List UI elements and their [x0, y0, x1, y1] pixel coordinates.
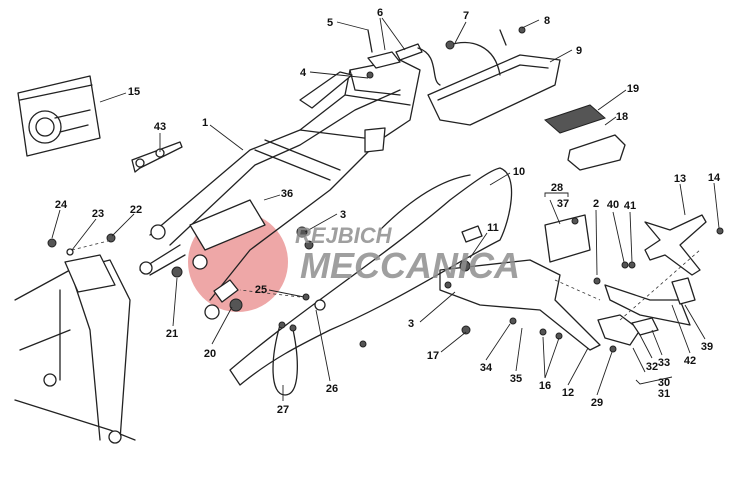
callout-16: 16	[539, 380, 551, 392]
callout-35: 35	[510, 373, 522, 385]
callout-32: 32	[646, 361, 658, 373]
callout-23: 23	[92, 208, 104, 220]
callout-11: 11	[487, 222, 499, 234]
callout-42: 42	[684, 355, 696, 367]
callout-8: 8	[544, 15, 550, 27]
callout-36: 36	[281, 188, 293, 200]
warning-label	[17, 75, 101, 157]
callout-22: 22	[130, 204, 142, 216]
callout-17: 17	[427, 350, 439, 362]
callout-41: 41	[624, 200, 636, 212]
main-frame-section	[14, 254, 136, 444]
owner-manual	[544, 104, 606, 134]
watermark-text-line1: REJBICH	[295, 223, 393, 248]
tool-tray	[427, 29, 561, 126]
callout-37: 37	[557, 198, 569, 210]
callout-6: 6	[377, 7, 383, 19]
callout-4: 4	[300, 67, 307, 79]
callout-14: 14	[708, 172, 721, 184]
callout-12: 12	[562, 387, 574, 399]
leader-lines	[51, 17, 720, 401]
callout-39: 39	[701, 341, 713, 353]
callout-20: 20	[204, 348, 216, 360]
callout-19: 19	[627, 83, 639, 95]
callout-18: 18	[616, 111, 628, 123]
seat-lock-bracket	[367, 29, 441, 86]
callout-24: 24	[55, 199, 68, 211]
callout-28: 28	[551, 182, 563, 194]
callout-13: 13	[674, 173, 686, 185]
callout-2: 2	[593, 198, 599, 210]
callout-40: 40	[607, 199, 619, 211]
callout-15: 15	[128, 86, 140, 98]
callout-29: 29	[591, 397, 603, 409]
callout-30: 30	[658, 377, 670, 389]
callout-10: 10	[513, 166, 525, 178]
fasteners	[47, 26, 724, 353]
callout-3: 3	[340, 209, 346, 221]
callout-labels: 1 2 3 3 4 5 6 7 8 9 10 11 12 13 14 15 16…	[55, 7, 721, 416]
rear-mudguard	[272, 214, 707, 396]
callout-7: 7	[463, 10, 469, 22]
callout-5: 5	[327, 17, 333, 29]
rear-subframe	[139, 59, 421, 320]
callout-9: 9	[576, 45, 582, 57]
watermark-text-line2: MECCANICA	[300, 245, 520, 286]
callout-33: 33	[658, 357, 670, 369]
callout-26: 26	[326, 383, 338, 395]
callout-1: 1	[202, 117, 208, 129]
callout-34: 34	[480, 362, 493, 374]
callout-21: 21	[166, 328, 178, 340]
callout-3: 3	[408, 318, 414, 330]
tool-kit	[567, 134, 626, 171]
callout-25: 25	[255, 284, 267, 296]
callout-43: 43	[154, 121, 166, 133]
callout-27: 27	[277, 404, 289, 416]
callout-31: 31	[658, 388, 670, 400]
